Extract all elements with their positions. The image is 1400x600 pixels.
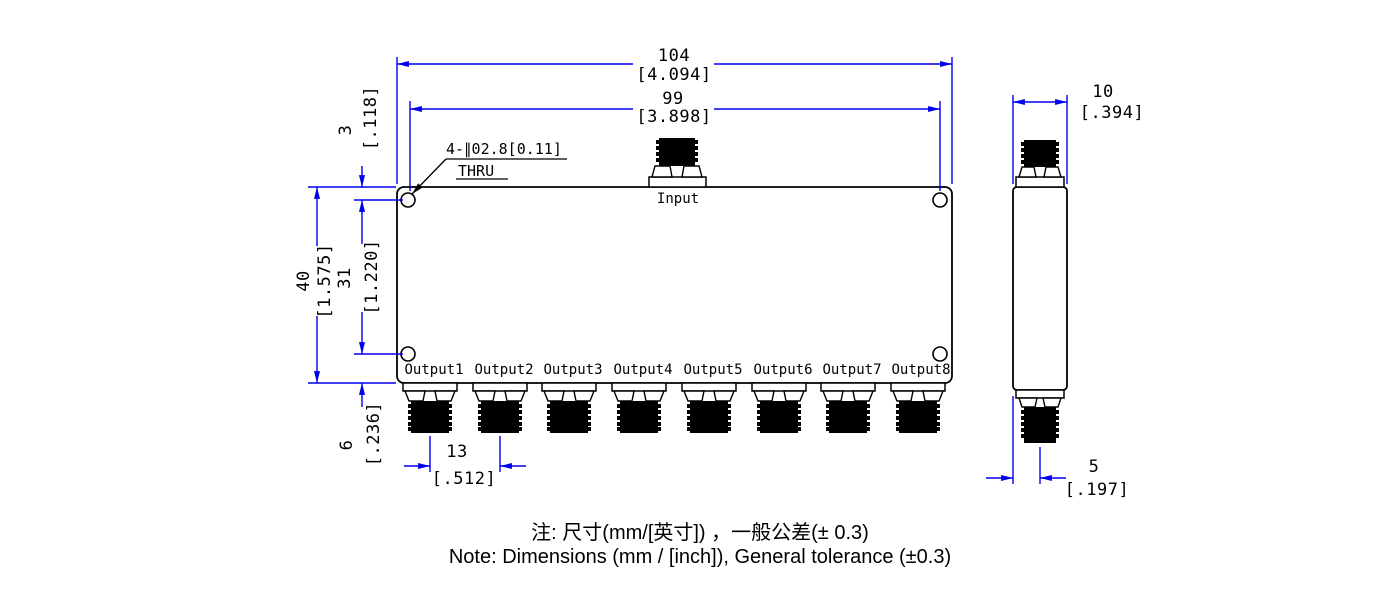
output-port-label-7: Output7 [822,362,882,378]
output-port-label-8: Output8 [891,362,951,378]
mounting-hole-top-left [400,192,416,208]
dim-output-pitch-mm: 13 [446,442,468,462]
input-port-label: Input [656,191,700,207]
input-connector [648,138,707,188]
dim-hole-span-height-inch: [1.220] [362,239,382,315]
side-output-connector [1015,389,1065,443]
dim-side-width-mm: 10 [1092,82,1114,102]
leader-line [411,158,447,195]
hole-callout-leader [411,158,567,195]
output-connector-2 [472,382,528,434]
dimension-lines [308,57,1068,484]
dim-overall-width-inch: [4.094] [636,65,712,85]
front-view-body [396,186,953,384]
dim-overall-height-mm: 40 [294,270,314,292]
dim-edge-to-hole-mm: 3 [336,124,356,136]
note-line-chinese: 注: 尺寸(mm/[英寸]) ，一般公差(± 0.3) [531,522,869,544]
output-connector-3 [541,382,597,434]
output-connector-1 [402,382,458,434]
hole-callout-text: 4-∥02.8[0.11] [446,140,562,158]
output-port-label-5: Output5 [683,362,743,378]
side-view-body [1012,186,1068,391]
dim-overall-height-inch: [1.575] [315,243,335,319]
output-port-label-1: Output1 [404,362,464,378]
dim-hole-to-bottom-inch: [.236] [364,401,384,467]
output-port-label-4: Output4 [613,362,673,378]
output-connector-5 [681,382,737,434]
mounting-hole-bottom-left [400,346,416,362]
output-connector-7 [820,382,876,434]
side-input-connector [1015,140,1065,188]
dim-connector-offset-inch: [.197] [1064,480,1130,500]
dim-output-pitch-inch: [.512] [431,469,497,489]
mounting-hole-top-right [932,192,948,208]
hole-callout-thru: THRU [458,162,495,180]
side-view [1012,140,1068,443]
dim-edge-to-hole-inch: [.118] [361,85,381,151]
dim-hole-to-bottom-mm: 6 [337,439,357,451]
output-connector-6 [751,382,807,434]
output-port-label-3: Output3 [543,362,603,378]
output-connector-4 [611,382,667,434]
mounting-hole-bottom-right [932,346,948,362]
dim-side-width-inch: [.394] [1079,103,1145,123]
dim-hole-span-height-mm: 31 [335,267,355,289]
front-view [396,138,953,434]
output-connector-8 [890,382,946,434]
dim-hole-span-width-mm: 99 [662,89,684,109]
output-port-label-2: Output2 [474,362,534,378]
note-line-english: Note: Dimensions (mm / [inch]), General … [448,546,952,568]
dim-connector-offset-mm: 5 [1088,457,1100,477]
dim-hole-span-width-inch: [3.898] [636,107,712,127]
dim-overall-width-mm: 104 [657,46,691,66]
output-port-label-6: Output6 [753,362,813,378]
